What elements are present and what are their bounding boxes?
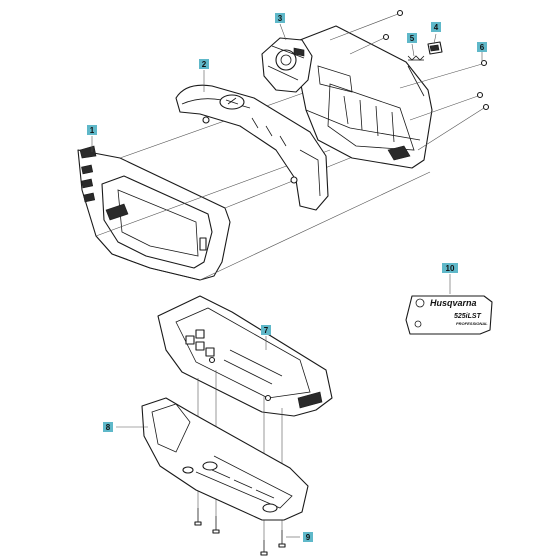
callout-leaders bbox=[91, 23, 483, 538]
part-4-cap bbox=[427, 41, 443, 55]
svg-text:3: 3 bbox=[278, 14, 283, 23]
callout-10: 10 bbox=[442, 263, 458, 273]
callout-2: 2 bbox=[199, 59, 209, 69]
svg-text:7: 7 bbox=[264, 326, 269, 335]
decal-brand-text: Husqvarna bbox=[430, 298, 477, 308]
screw-group-top bbox=[329, 9, 490, 151]
svg-text:4: 4 bbox=[434, 23, 439, 32]
callout-3: 3 bbox=[275, 13, 285, 23]
part-7-lower-housing bbox=[157, 295, 333, 417]
callout-8: 8 bbox=[103, 422, 113, 432]
decal-sub-text: PROFESSIONAL bbox=[456, 321, 488, 326]
part-6-rear-housing bbox=[297, 25, 433, 169]
part-2-top-handle bbox=[175, 84, 329, 211]
callout-5: 5 bbox=[407, 33, 417, 43]
part-3-motor-unit bbox=[261, 37, 313, 93]
screw-group-bottom bbox=[194, 508, 286, 556]
decal-model-text: 525iLST bbox=[454, 313, 482, 320]
callout-9: 9 bbox=[303, 532, 313, 542]
part-5-spring bbox=[407, 55, 425, 61]
svg-text:6: 6 bbox=[480, 43, 485, 52]
part-8-base-cover bbox=[141, 397, 309, 521]
svg-text:5: 5 bbox=[410, 34, 415, 43]
callout-4: 4 bbox=[431, 22, 441, 32]
svg-text:2: 2 bbox=[202, 60, 207, 69]
svg-text:8: 8 bbox=[106, 423, 111, 432]
callout-1: 1 bbox=[87, 125, 97, 135]
part-10-decal: Husqvarna 525iLST PROFESSIONAL bbox=[405, 295, 493, 335]
callout-7: 7 bbox=[261, 325, 271, 335]
callout-6: 6 bbox=[477, 42, 487, 52]
svg-text:9: 9 bbox=[306, 533, 311, 542]
svg-text:10: 10 bbox=[446, 264, 455, 273]
part-1-front-frame bbox=[77, 145, 231, 281]
svg-text:1: 1 bbox=[90, 126, 95, 135]
